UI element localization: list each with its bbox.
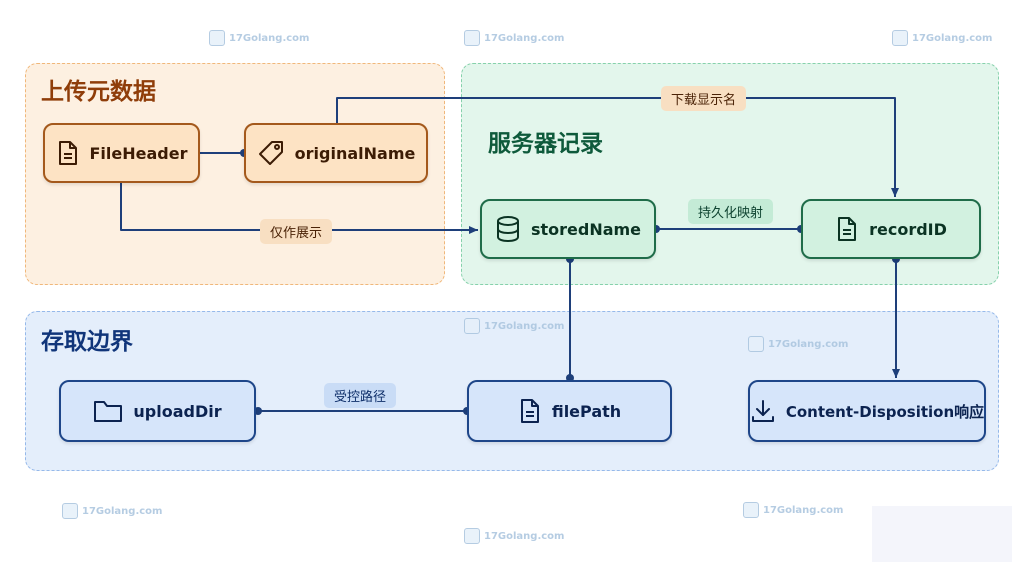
file-icon <box>58 141 77 165</box>
persistent-mapping-label: 持久化映射 <box>688 199 774 224</box>
filepath-node: filePath <box>467 380 672 442</box>
download-display-name-label: 下载显示名 <box>661 86 747 111</box>
originalname-node: originalName <box>244 123 428 183</box>
watermark-logo-icon <box>464 528 480 544</box>
recordid-label: recordID <box>869 219 947 239</box>
watermark: 17Golang.com <box>62 503 162 519</box>
tag-icon <box>258 141 283 165</box>
server-record-title: 服务器记录 <box>488 131 603 157</box>
watermark-logo-icon <box>464 318 480 334</box>
watermark: 17Golang.com <box>748 336 848 352</box>
watermark-logo-icon <box>62 503 78 519</box>
storedname-label: storedName <box>530 219 642 239</box>
corner-patch <box>872 506 1012 562</box>
file-icon <box>520 399 539 423</box>
download-icon <box>751 400 774 422</box>
fileheader-node: FileHeader <box>43 123 200 183</box>
watermark: 17Golang.com <box>464 528 564 544</box>
watermark: 17Golang.com <box>892 30 992 46</box>
watermark: 17Golang.com <box>743 502 843 518</box>
upload-metadata-title: 上传元数据 <box>41 79 156 105</box>
filepath-label: filePath <box>551 401 622 421</box>
controlled-path-label: 受控路径 <box>324 383 397 408</box>
watermark-logo-icon <box>892 30 908 46</box>
edge-originalname-recordid <box>336 97 899 197</box>
uploaddir-node: uploadDir <box>59 380 256 442</box>
storedname-node: storedName <box>480 199 656 259</box>
watermark-logo-icon <box>743 502 759 518</box>
display-only-label: 仅作展示 <box>260 219 333 244</box>
watermark: 17Golang.com <box>464 30 564 46</box>
database-icon <box>496 216 519 243</box>
fileheader-label: FileHeader <box>89 143 188 163</box>
folder-icon <box>94 401 123 422</box>
watermark-logo-icon <box>464 30 480 46</box>
content-disposition-node: Content-Disposition响应 <box>748 380 986 442</box>
watermark: 17Golang.com <box>464 318 564 334</box>
recordid-node: recordID <box>801 199 981 259</box>
originalname-label: originalName <box>294 143 416 163</box>
access-boundary-title: 存取边界 <box>41 329 133 355</box>
edge-fileheader-storedname <box>120 183 478 234</box>
content-disposition-label: Content-Disposition响应 <box>785 402 985 421</box>
watermark-logo-icon <box>209 30 225 46</box>
watermark: 17Golang.com <box>209 30 309 46</box>
file-icon <box>838 217 857 241</box>
uploaddir-label: uploadDir <box>133 401 222 421</box>
watermark-logo-icon <box>748 336 764 352</box>
